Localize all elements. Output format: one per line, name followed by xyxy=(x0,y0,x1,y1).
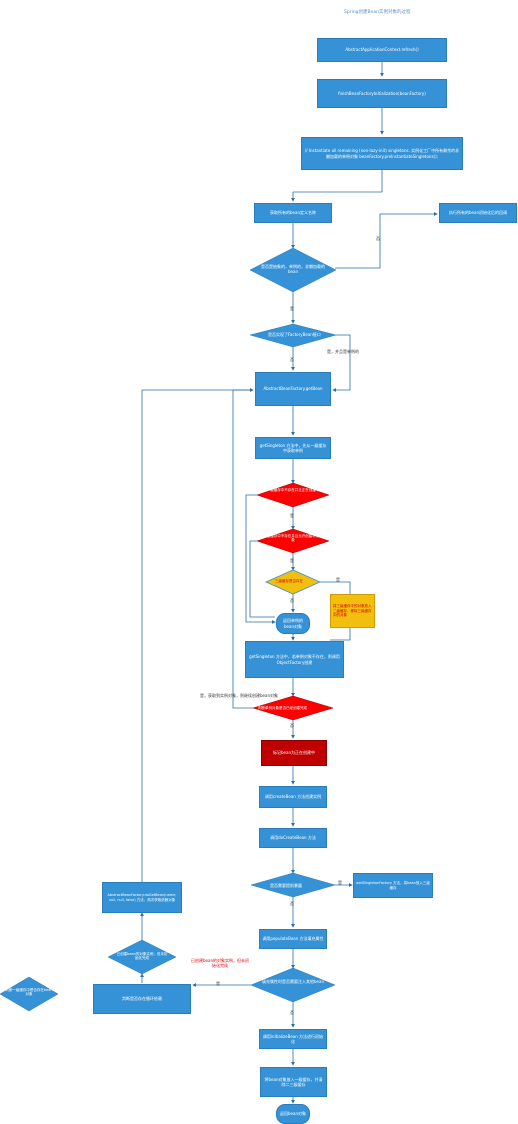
label-created: 判断单例对象是否已经创建完成 xyxy=(258,706,307,710)
decision-circular xyxy=(107,939,177,975)
decision-early-exposure xyxy=(250,872,336,898)
label-factorybean: 是否实现了FactoryBean接口 xyxy=(268,332,321,337)
label-early-exposure: 是否需要提前暴露 xyxy=(270,883,302,888)
edge-label-yes-6: 是 xyxy=(216,981,220,986)
node-getbean: AbstractBeanFactory.getBean xyxy=(255,372,331,406)
node-return-bean: 返回bean对象 xyxy=(276,1104,310,1124)
node-do-create-bean: 调用doCreateBean 方法 xyxy=(259,828,327,848)
node-circular-check: 判断是否存在循环依赖 xyxy=(93,984,191,1014)
node-move-cache: 将三级缓存中的对象放入二级缓存，移除三级缓存中的对象 xyxy=(330,594,375,628)
decision-third-cache xyxy=(265,569,321,595)
decision-created xyxy=(252,695,334,721)
node-return-singleton: 返回单例的bean对象 xyxy=(276,613,310,634)
edge-label-circular: 已创建bean的对象实例，但未初始化完成 xyxy=(191,958,249,968)
edge-label-no-2: 否 xyxy=(290,357,294,362)
edge-label-no-4: 否 xyxy=(290,723,294,728)
decision-second-cache xyxy=(256,528,330,554)
label-circular: 已创建bean的对象实例，但未初始化完成 xyxy=(116,952,168,960)
edge-label-yes-4: 是 xyxy=(336,577,340,582)
edge-label-not-found: 是，获取到实例对象，则继续创建bean对象 xyxy=(200,693,278,698)
decision-first-cache-exists xyxy=(0,976,59,1012)
node-get-singleton-create: getSingleton 方法中，若单例对象不存在，则调用ObjectFacto… xyxy=(245,641,344,678)
label-first-cache-exists: 判断一级缓存中是否存在bean对象 xyxy=(5,988,53,996)
node-populate-bean: 调用populateBean 方法填充属性 xyxy=(259,929,327,949)
decision-abstract-singleton xyxy=(249,247,337,293)
label-third-cache: 三级缓存是否存在 xyxy=(275,579,303,583)
diagram-title: Spring创建Bean实例对象的过程 xyxy=(344,10,411,15)
node-initialize-bean: 调用initializeBean 方法进行初始化 xyxy=(259,1029,327,1049)
edge-label-yes-5: 是 xyxy=(338,880,342,885)
node-get-singleton: getSingleton 方法中，先从一级缓存中获取单例 xyxy=(255,437,331,459)
decision-first-cache xyxy=(256,482,330,508)
label-first-cache: 一级缓存中不存在并且正在创建中 xyxy=(266,488,320,492)
edge-label-yes-abstract: 是，并且是单例的 xyxy=(327,349,359,354)
decision-factorybean xyxy=(249,323,337,348)
node-add-first-cache: 将bean对象放入一级缓存，并清除二三级缓存 xyxy=(260,1067,327,1097)
node-do-get-bean: AbstractBeanFactory.doGetBean(name, null… xyxy=(102,882,182,913)
edge-label-yes-3: 是 xyxy=(290,558,294,563)
node-get-names: 获取所有的bean定义名称 xyxy=(254,203,332,223)
node-mark-creating: 标记bean为正在创建中 xyxy=(261,740,327,766)
edge-label-no-6: 否 xyxy=(290,1010,294,1015)
label-inject-other: 填充属性时是否需要注入其他bean xyxy=(262,979,324,984)
node-refresh: AbstractApplicationContext.refresh() xyxy=(317,38,447,62)
connector-lines xyxy=(140,62,438,1104)
decision-inject-other xyxy=(250,967,336,1003)
node-add-singleton-factory: addSingletonFactory 方法，将bean放入三级缓存 xyxy=(353,873,433,898)
node-create-bean: 调用createBean 方法创建实例 xyxy=(259,786,327,808)
node-pre-instantiate: // Instantiate all remaining (non-lazy-i… xyxy=(301,137,463,170)
edge-label-no-5: 否 xyxy=(290,901,294,906)
edge-label-yes-1: 是 xyxy=(290,306,294,311)
edge-label-no-1: 否 xyxy=(376,236,380,241)
node-finish-init: finishBeanFactoryInitialization(beanFact… xyxy=(317,79,447,108)
label-abstract-singleton: 是否是抽象的，单例的，非懒加载的bean xyxy=(261,264,325,274)
edge-label-no-3: 否 xyxy=(290,598,294,603)
label-second-cache: 二级缓存中不存在并且允许创建早期对象 xyxy=(263,534,323,542)
node-callback: 执行所有的bean初始化后的回调 xyxy=(439,203,517,223)
edge-label-yes-2: 是 xyxy=(290,513,294,518)
